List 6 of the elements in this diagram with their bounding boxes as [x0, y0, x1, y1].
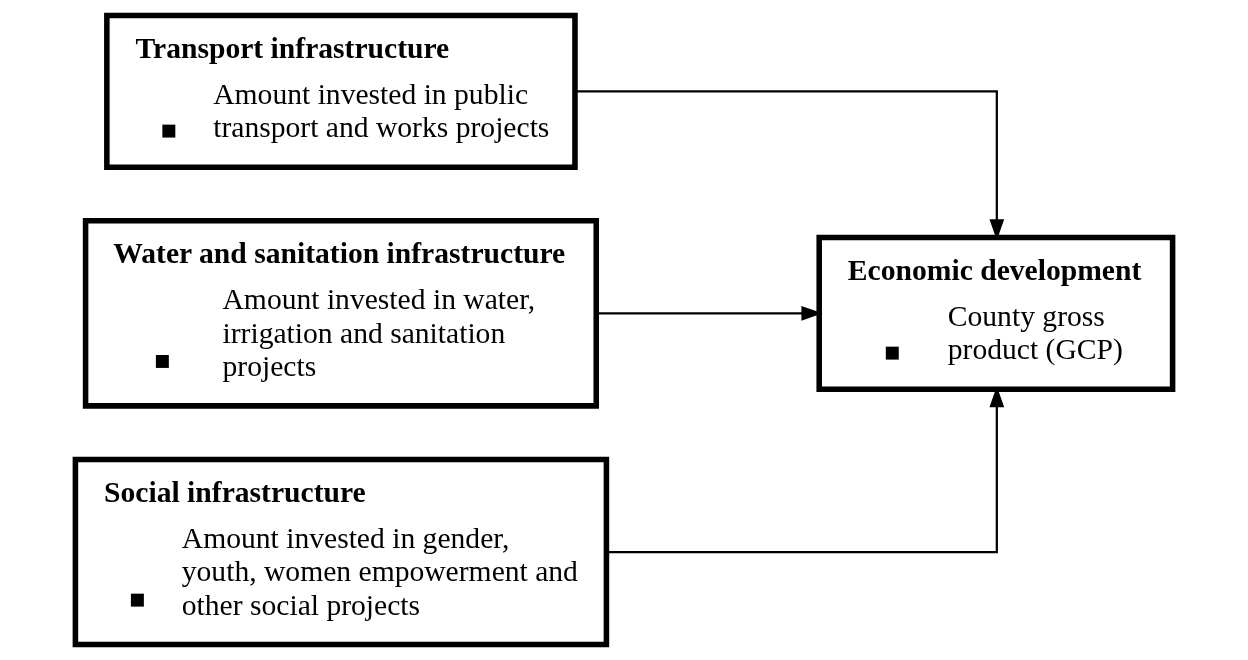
arrow — [606, 386, 1005, 554]
node-box: Transport infrastructure Amount invested in public transport and works projects — [104, 12, 578, 170]
node-box: Economic development County gross product (GCP) — [816, 234, 1176, 392]
node-box: Social infrastructure Amount invested in gender, youth, women empowerment and other social projects — [72, 456, 610, 648]
node-box: Water and sanitation infrastructure Amount invested in water, irrigation and sanitation projects — [82, 218, 600, 409]
arrow — [596, 305, 823, 321]
